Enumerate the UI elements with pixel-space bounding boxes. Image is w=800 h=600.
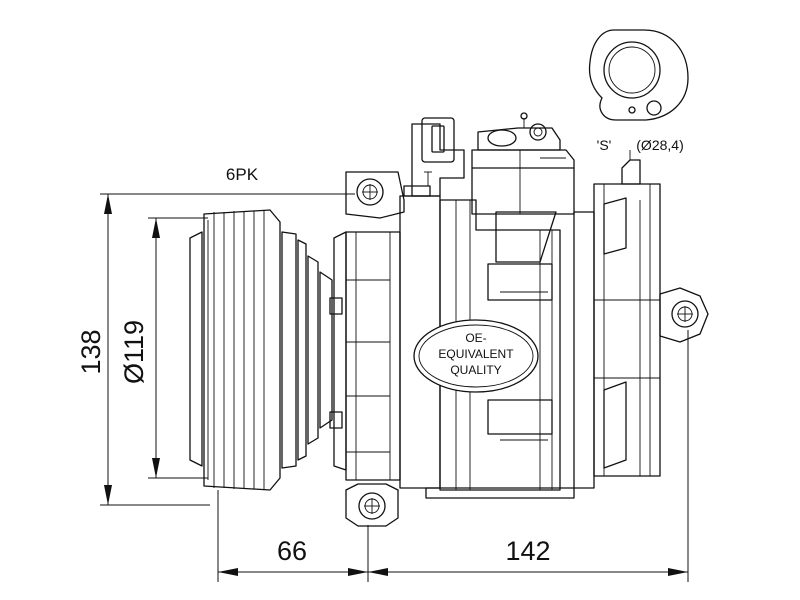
dimension-label-overall-height: 138 (76, 329, 106, 374)
dimension-label-pulley-to-mount: 66 (277, 536, 307, 566)
dimension-horizontal (217, 330, 689, 582)
dimension-overall-height (100, 193, 355, 506)
pulley (189, 209, 333, 491)
fitting-port-diameter: (Ø28,4) (636, 137, 683, 153)
fitting-port-label: 'S' (597, 137, 612, 153)
compressor-body (399, 112, 575, 499)
badge-line-3: QUALITY (450, 363, 501, 377)
badge-line-2: EQUIVALENT (438, 347, 514, 361)
fitting-detail (588, 29, 689, 121)
dimension-label-mount-to-end: 142 (505, 536, 550, 566)
badge-line-1: OE- (465, 331, 486, 345)
rear-housing (573, 150, 709, 489)
belt-profile-label: 6PK (226, 165, 259, 184)
front-housing (329, 171, 405, 527)
dimension-pulley-diameter (148, 217, 208, 479)
oe-equivalent-badge (413, 319, 539, 393)
dimension-label-pulley-diameter: Ø119 (119, 320, 149, 384)
